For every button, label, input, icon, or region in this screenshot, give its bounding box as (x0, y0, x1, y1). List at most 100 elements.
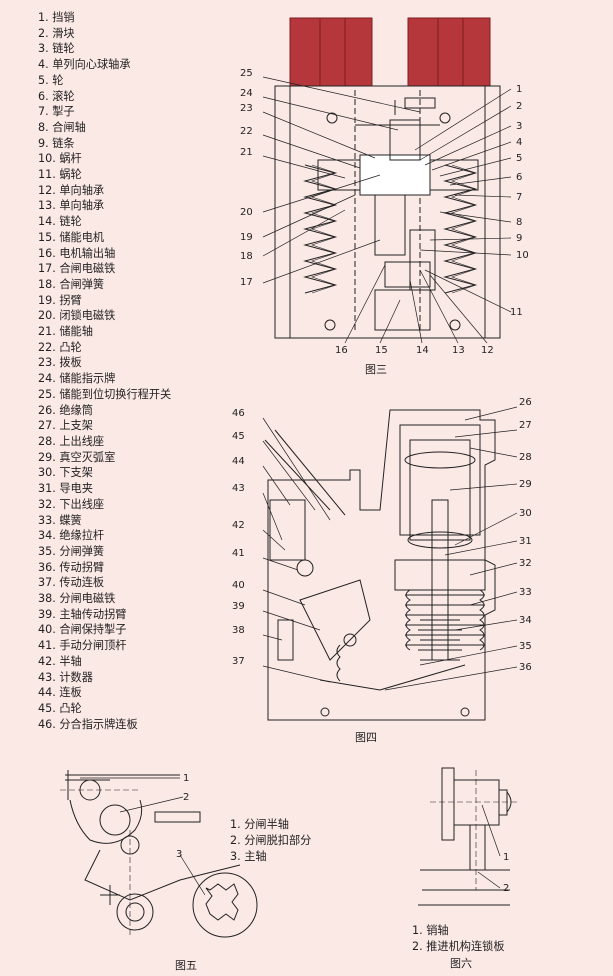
part-item: 2. 滑块 (38, 26, 75, 40)
disc-spring-stack (405, 589, 485, 651)
part-item: 29. 真空灭弧室 (38, 450, 116, 464)
part-item: 26. 绝缘筒 (38, 403, 93, 417)
part-item: 17. 合闸电磁铁 (38, 262, 116, 276)
part-item: 5. 轮 (38, 73, 64, 87)
fig3-callout-12: 12 (481, 345, 494, 356)
fig6-caption: 图六 (450, 957, 472, 970)
fig3-callout-5: 5 (516, 153, 522, 164)
fig4-callout-37: 37 (232, 656, 245, 667)
fig3-callout-23: 23 (240, 103, 253, 114)
fig5-legend-item: 3. 主轴 (230, 850, 267, 863)
fig4-callout-43: 43 (232, 483, 245, 494)
part-item: 44. 连板 (38, 686, 82, 700)
fig3-callout-20: 20 (240, 207, 253, 218)
fig3-callout-10: 10 (516, 250, 529, 261)
fig3-callouts: 25 24 23 22 21 20 19 18 17 1 2 3 4 5 6 7… (240, 68, 529, 376)
part-item: 12. 单向轴承 (38, 183, 105, 197)
fig4-callout-29: 29 (519, 479, 532, 490)
part-item: 4. 单列向心球轴承 (38, 58, 131, 72)
fig4-callout-33: 33 (519, 587, 532, 598)
fig4-caption: 图四 (355, 731, 377, 744)
part-item: 14. 链轮 (38, 215, 82, 229)
fig5-legend: 1. 分闸半轴 2. 分闸脱扣部分 3. 主轴 (230, 817, 311, 865)
fig6-legend-item: 1. 销轴 (412, 924, 449, 937)
part-item: 15. 储能电机 (38, 230, 105, 244)
fig4-callout-42: 42 (232, 520, 245, 531)
part-item: 37. 传动连板 (38, 576, 105, 590)
fig3-callout-17: 17 (240, 277, 253, 288)
fig5-callout-3: 3 (176, 849, 182, 860)
part-item: 39. 主轴传动拐臂 (38, 607, 127, 621)
fig5-caption: 图五 (175, 959, 197, 972)
fig5-callout-2: 2 (183, 792, 189, 803)
part-item: 27. 上支架 (38, 419, 93, 433)
fig4-callout-38: 38 (232, 625, 245, 636)
fig3-callout-25: 25 (240, 68, 253, 79)
fig5-legend-item: 1. 分闸半轴 (230, 818, 289, 831)
part-item: 18. 合闸弹簧 (38, 277, 105, 291)
fig3-callout-13: 13 (452, 345, 465, 356)
fig6-callouts: 1 2 图六 (450, 852, 509, 970)
part-item: 8. 合闸轴 (38, 120, 86, 134)
part-item: 41. 手动分闸顶杆 (38, 639, 127, 653)
part-item: 7. 掣子 (38, 105, 75, 119)
part-item: 31. 导电夹 (38, 482, 93, 496)
part-item: 25. 储能到位切换行程开关 (38, 387, 172, 401)
part-item: 45. 凸轮 (38, 701, 82, 715)
part-item: 13. 单向轴承 (38, 199, 105, 213)
closing-spring-left (303, 164, 337, 294)
part-item: 33. 蝶簧 (38, 513, 82, 527)
fig4-callout-46: 46 (232, 408, 245, 419)
fig4-callout-26: 26 (519, 397, 532, 408)
part-item: 11. 蜗轮 (38, 168, 82, 182)
fig6-legend: 1. 销轴 2. 推进机构连锁板 (412, 923, 505, 955)
fig3-callout-3: 3 (516, 121, 522, 132)
fig5-callouts: 1 2 3 图五 (175, 773, 197, 972)
fig3-callout-15: 15 (375, 345, 388, 356)
part-item: 9. 链条 (38, 136, 75, 150)
fig5-legend-item: 2. 分闸脱扣部分 (230, 834, 312, 847)
part-item: 6. 滚轮 (38, 89, 75, 103)
insulator-right (407, 17, 491, 87)
fig3-callout-8: 8 (516, 217, 522, 228)
fig3-caption: 图三 (365, 363, 387, 376)
part-item: 38. 分闸电磁铁 (38, 592, 116, 606)
part-item: 28. 上出线座 (38, 434, 105, 448)
part-item: 24. 储能指示牌 (38, 372, 116, 386)
fig3-callout-24: 24 (240, 88, 253, 99)
figure-6 (418, 767, 520, 906)
fig4-callout-39: 39 (232, 601, 245, 612)
fig4-callout-35: 35 (519, 641, 532, 652)
part-item: 35. 分闸弹簧 (38, 544, 105, 558)
fig4-callout-34: 34 (519, 615, 532, 626)
fig3-callout-14: 14 (416, 345, 429, 356)
part-item: 43. 计数器 (38, 670, 93, 684)
fig6-callout-1: 1 (503, 852, 509, 863)
part-item: 30. 下支架 (38, 466, 93, 480)
fig4-callout-27: 27 (519, 420, 532, 431)
part-item: 42. 半轴 (38, 654, 82, 668)
closing-spring-right (443, 164, 477, 294)
fig4-callout-40: 40 (232, 580, 245, 591)
vacuum-interrupter (409, 439, 471, 541)
fig6-legend-item: 2. 推进机构连锁板 (412, 940, 505, 953)
part-item: 21. 储能轴 (38, 325, 93, 339)
fig3-callout-2: 2 (516, 101, 522, 112)
fig3-callout-6: 6 (516, 172, 522, 183)
trip-coil (277, 619, 294, 661)
fig3-callout-9: 9 (516, 233, 522, 244)
part-item: 40. 合闸保持掣子 (38, 623, 127, 637)
part-item: 46. 分合指示牌连板 (38, 717, 138, 731)
part-item: 22. 凸轮 (38, 340, 82, 354)
fig4-callout-45: 45 (232, 431, 245, 442)
fig4-callouts: 46 45 44 43 42 41 40 39 38 37 26 27 28 2… (232, 397, 532, 744)
part-item: 34. 绝缘拉杆 (38, 529, 105, 543)
fig4-callout-31: 31 (519, 536, 532, 547)
figure-4 (262, 406, 518, 721)
fig5-callout-1: 1 (183, 773, 189, 784)
fig3-callout-22: 22 (240, 126, 253, 137)
part-item: 16. 电机输出轴 (38, 246, 116, 260)
part-item: 23. 拨板 (38, 356, 82, 370)
